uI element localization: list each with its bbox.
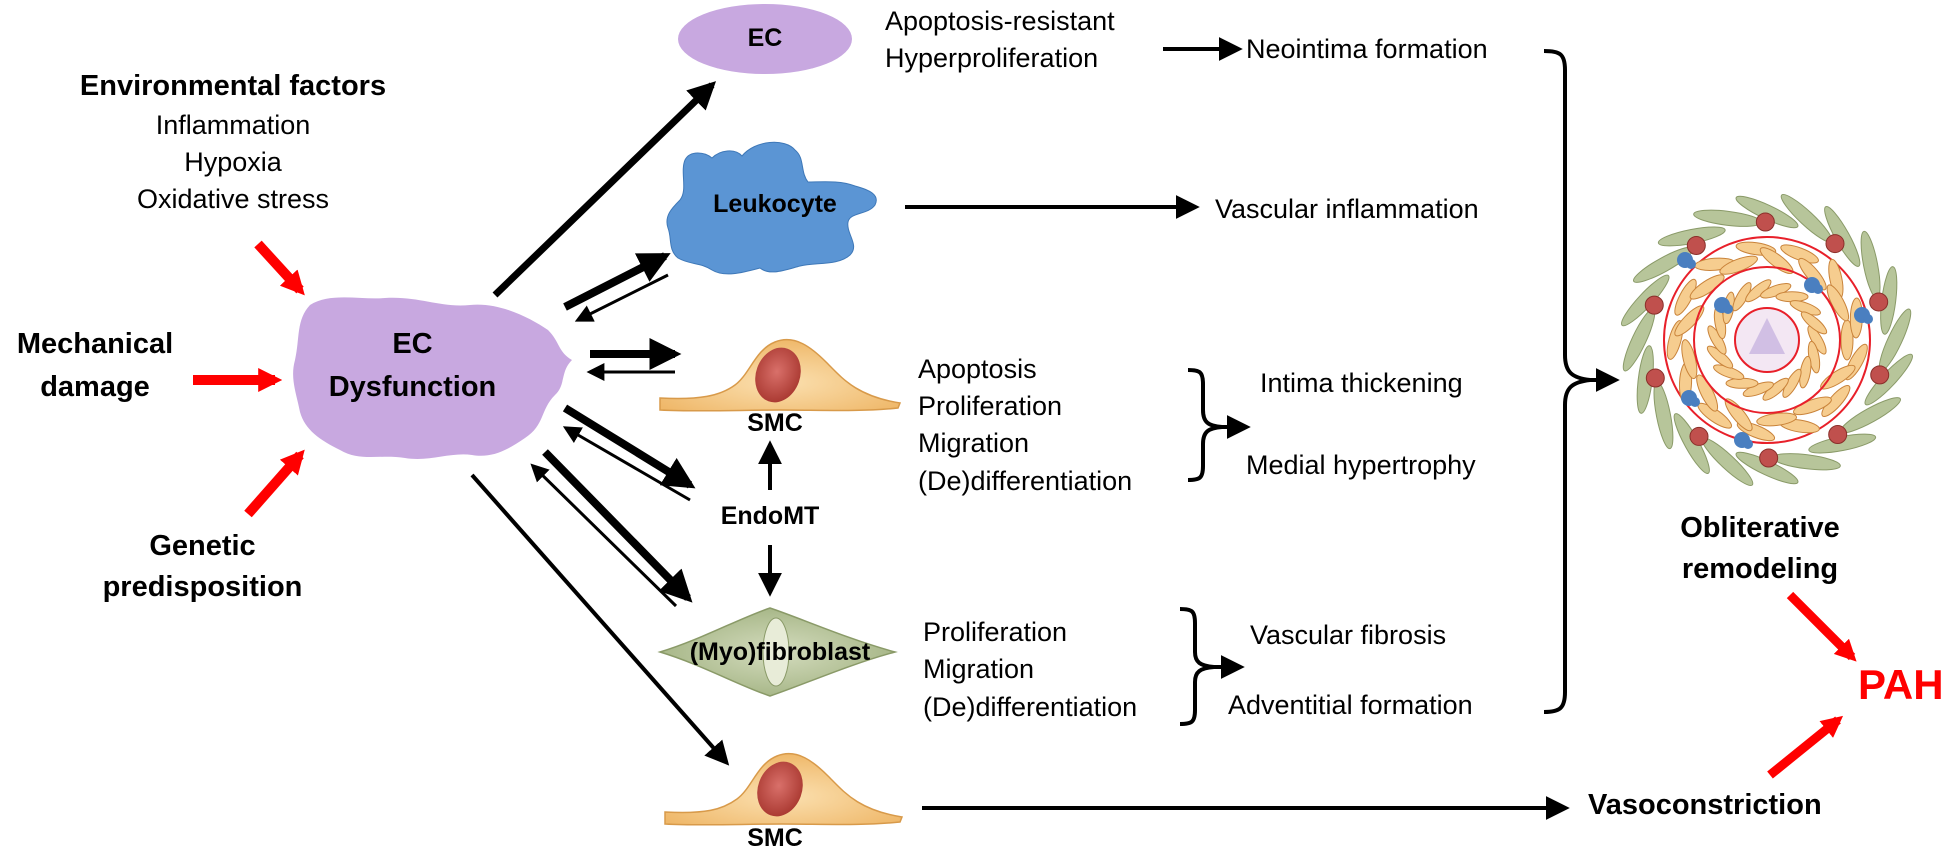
arrow-vasoconstriction-to-pah [1767,715,1844,779]
fibro-effect-item: (De)differentiation [923,692,1138,722]
myofibroblast-cell-icon [657,607,898,697]
medial-hypertrophy-label: Medial hypertrophy [1246,450,1476,480]
leukocyte-label: Leukocyte [713,190,837,218]
vascular-fibrosis-label: Vascular fibrosis [1250,620,1447,650]
smc-cell-icon [659,339,902,412]
arrow-to-myofibroblast [542,449,693,603]
genetic-predisposition-label: predisposition [102,571,303,603]
arrow-remodeling-to-pah [1786,591,1857,662]
myofibroblast-label: (Myo)fibroblast [689,638,871,666]
smc-cell-icon [664,753,904,826]
arrow-from-leukocyte [574,273,669,322]
neointima-formation-label: Neointima formation [1246,34,1488,64]
vascular-inflammation-label: Vascular inflammation [1215,194,1479,224]
arrow-from-endomt [562,426,691,502]
smc-effect-item: Proliferation [918,391,1063,421]
arrow-to-leukocyte [563,252,671,311]
ec-dysfunction-cell-icon [293,297,572,459]
vessel-cross-section-icon [1621,194,1913,486]
genetic-arrow [244,449,305,518]
environmental-item: Inflammation [155,110,311,140]
smc-label: SMC [747,824,803,852]
environmental-item: Hypoxia [184,147,282,177]
fibro-effects-bracket [1179,607,1215,726]
leukocyte-cell-icon [666,141,877,275]
smc-label: SMC [747,409,803,437]
genetic-predisposition-label: Genetic [149,530,256,562]
ec-effect-item: Apoptosis-resistant [885,6,1115,36]
intima-thickening-label: Intima thickening [1260,368,1463,398]
mechanical-damage-label: damage [40,371,150,403]
obliterative-remodeling-label: Obliterative [1680,512,1840,544]
environmental-item: Oxidative stress [136,184,330,214]
ec-dysfunction-label: Dysfunction [328,371,497,403]
ec-effect-item: Hyperproliferation [885,43,1099,73]
arrow-to-endomt [562,404,696,489]
ec-cell-label: EC [747,24,783,52]
endomt-label: EndoMT [720,502,820,530]
arrow-to-smc-bottom [470,473,730,766]
smc-effect-item: Apoptosis [918,354,1037,384]
adventitial-formation-label: Adventitial formation [1228,690,1473,720]
smc-effect-item: (De)differentiation [918,466,1133,496]
ec-cell-icon [678,4,852,74]
mechanical-damage-label: Mechanical [16,328,174,360]
obliterative-remodeling-label: remodeling [1681,553,1839,585]
fibro-effect-item: Proliferation [923,617,1068,647]
arrow-to-ec [492,81,717,298]
environmental-arrow [254,240,305,296]
outcomes-bracket [1543,49,1591,714]
pah-label: PAH [1858,661,1944,708]
fibro-effect-item: Migration [923,654,1035,684]
smc-effects-bracket [1187,368,1223,482]
smc-effect-item: Migration [918,428,1030,458]
environmental-factors-title: Environmental factors [79,70,387,102]
ec-dysfunction-label: EC [392,328,433,360]
arrow-from-myofibroblast [530,463,678,608]
vasoconstriction-label: Vasoconstriction [1588,789,1822,821]
